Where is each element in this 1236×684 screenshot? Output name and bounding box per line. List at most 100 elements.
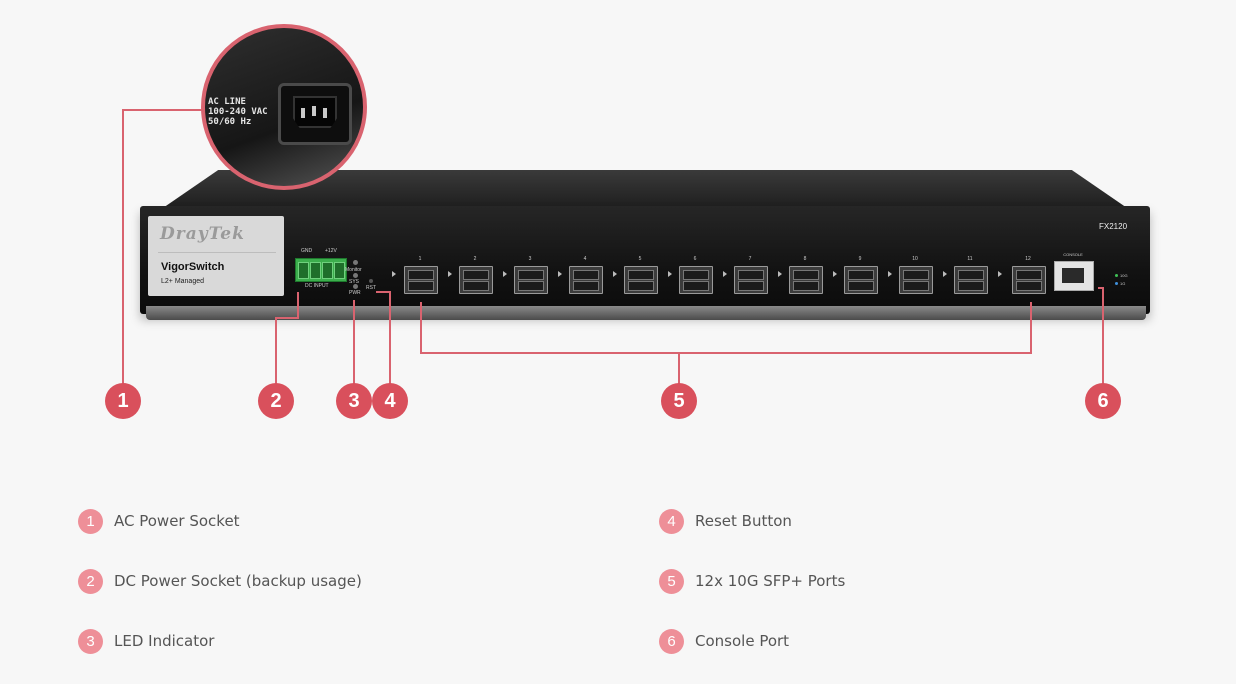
port-arrow <box>668 271 672 277</box>
ac-socket-zoom: AC LINE 100-240 VAC 50/60 Hz <box>201 24 367 190</box>
port-arrow <box>448 271 452 277</box>
legend-number: 1 <box>78 508 103 534</box>
callout-badge-4: 4 <box>372 383 408 419</box>
legend-number: 6 <box>659 628 684 654</box>
sfp-port-12[interactable] <box>1012 266 1046 294</box>
brand-divider <box>158 252 276 253</box>
sfp-port-1[interactable] <box>404 266 438 294</box>
product-subtitle: L2+ Managed <box>161 278 205 285</box>
sfp-port-number: 12 <box>1025 256 1031 262</box>
legend-number: 5 <box>659 568 684 594</box>
port-arrow <box>392 271 396 277</box>
callout-badge-1: 1 <box>105 383 141 419</box>
legend-item: 4 Reset Button <box>659 508 792 534</box>
legend-item: 3 LED Indicator <box>78 628 214 654</box>
legend-label: Reset Button <box>695 512 792 530</box>
port-arrow <box>888 271 892 277</box>
terminal-pin <box>334 262 345 279</box>
dc-input-label: DC INPUT <box>305 283 329 289</box>
10g-led <box>1115 274 1118 277</box>
legend-label: LED Indicator <box>114 632 215 650</box>
1g-label: 1G <box>1120 281 1126 286</box>
sfp-port-5[interactable] <box>624 266 658 294</box>
legend-item: 1 AC Power Socket <box>78 508 240 534</box>
brand-logo: DrayTek <box>160 224 245 244</box>
sfp-port-9[interactable] <box>844 266 878 294</box>
socket-pin <box>301 108 305 118</box>
legend-item: 2 DC Power Socket (backup usage) <box>78 568 362 594</box>
brand-plate: DrayTek VigorSwitch L2+ Managed <box>148 216 284 296</box>
sfp-port-number: 6 <box>693 256 697 262</box>
port-arrow <box>833 271 837 277</box>
legend-item: 6 Console Port <box>659 628 789 654</box>
monitor-label: Monitor <box>345 267 362 273</box>
legend-label: AC Power Socket <box>114 512 240 530</box>
callout-line-1 <box>122 109 207 385</box>
legend-label: DC Power Socket (backup usage) <box>114 572 362 590</box>
legend-number: 3 <box>78 628 103 654</box>
dc-power-socket <box>295 258 347 282</box>
sfp-port-number: 10 <box>912 256 918 262</box>
sfp-port-2[interactable] <box>459 266 493 294</box>
callout-badge-5: 5 <box>661 383 697 419</box>
callout-badge-2: 2 <box>258 383 294 419</box>
ac-line-label: AC LINE <box>208 97 246 107</box>
sfp-port-11[interactable] <box>954 266 988 294</box>
switch-base <box>146 306 1146 320</box>
port-arrow <box>503 271 507 277</box>
callout-line-4 <box>376 291 391 385</box>
sfp-port-7[interactable] <box>734 266 768 294</box>
legend-number: 4 <box>659 508 684 534</box>
sfp-port-number: 9 <box>858 256 862 262</box>
socket-pin <box>312 106 316 116</box>
port-arrow <box>613 271 617 277</box>
callout-line-6 <box>1098 287 1104 385</box>
sfp-port-6[interactable] <box>679 266 713 294</box>
terminal-pin <box>322 262 333 279</box>
terminal-pin <box>298 262 309 279</box>
legend-item: 5 12x 10G SFP+ Ports <box>659 568 845 594</box>
legend-number: 2 <box>78 568 103 594</box>
port-arrow <box>998 271 1002 277</box>
console-port[interactable] <box>1054 261 1094 291</box>
10g-label: 10G <box>1120 273 1128 278</box>
ac-frequency-label: 50/60 Hz <box>208 117 252 127</box>
port-arrow <box>943 271 947 277</box>
rst-label: RST <box>366 285 376 291</box>
1g-led <box>1115 282 1118 285</box>
sfp-port-number: 2 <box>473 256 477 262</box>
pwr-led <box>353 284 358 289</box>
legend-label: Console Port <box>695 632 790 650</box>
sys-label: SYS <box>349 279 360 285</box>
pwr-label: PWR <box>349 290 361 296</box>
port-arrow <box>778 271 782 277</box>
sfp-port-number: 5 <box>638 256 642 262</box>
sfp-port-8[interactable] <box>789 266 823 294</box>
callout-bracket-5 <box>420 302 1032 354</box>
sfp-port-4[interactable] <box>569 266 603 294</box>
ac-power-socket <box>278 83 352 145</box>
product-name: VigorSwitch <box>161 261 225 273</box>
monitor-led <box>353 260 358 265</box>
callout-badge-3: 3 <box>336 383 372 419</box>
socket-pin <box>323 108 327 118</box>
ac-rating-text: AC LINE 100-240 VAC 50/60 Hz <box>208 97 268 127</box>
sfp-port-3[interactable] <box>514 266 548 294</box>
dc-plus-label: +12V <box>325 248 337 254</box>
sfp-port-10[interactable] <box>899 266 933 294</box>
sfp-port-number: 8 <box>803 256 807 262</box>
sfp-port-number: 11 <box>967 256 973 262</box>
sys-led <box>353 273 358 278</box>
console-label: CONSOLE <box>1063 252 1083 257</box>
sfp-port-number: 4 <box>583 256 587 262</box>
model-label: FX2120 <box>1099 222 1128 231</box>
terminal-pin <box>310 262 321 279</box>
callout-line-2 <box>275 292 299 385</box>
port-arrow <box>558 271 562 277</box>
callout-badge-6: 6 <box>1085 383 1121 419</box>
sfp-port-number: 3 <box>528 256 532 262</box>
sfp-port-number: 7 <box>748 256 752 262</box>
sfp-port-number: 1 <box>418 256 422 262</box>
reset-button[interactable] <box>369 279 373 283</box>
